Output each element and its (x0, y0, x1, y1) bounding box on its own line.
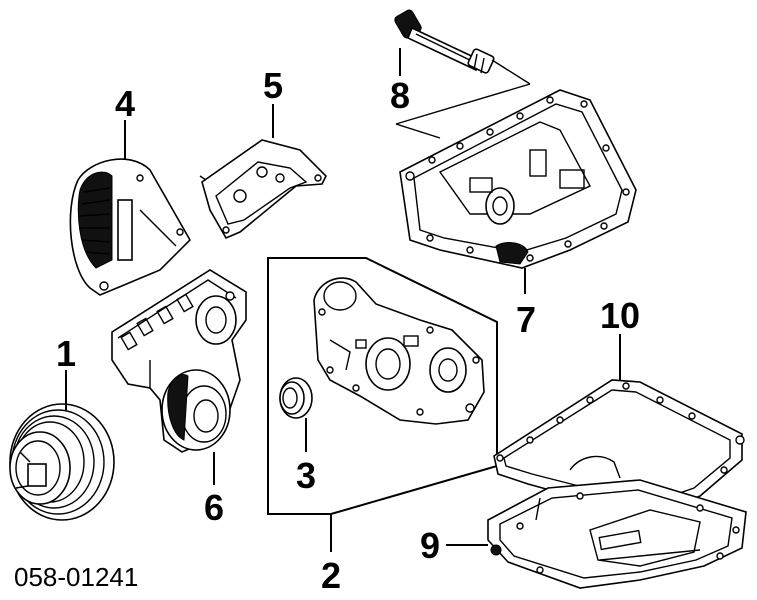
rear-timing-cover[interactable] (199, 139, 327, 240)
timing-cover[interactable] (313, 277, 485, 425)
callout-3: 3 (296, 455, 316, 496)
callout-10: 10 (600, 295, 640, 336)
front-seal[interactable] (279, 377, 313, 419)
crankshaft-pulley[interactable] (9, 403, 115, 521)
callout-2: 2 (321, 555, 341, 596)
oil-pan[interactable] (487, 479, 747, 589)
timing-belt-cover[interactable] (69, 158, 191, 296)
callout-7: 7 (516, 299, 536, 340)
callout-5: 5 (263, 65, 283, 106)
spark-plug-tube-seal[interactable] (393, 9, 495, 74)
callout-4: 4 (115, 83, 135, 124)
callout-9: 9 (420, 525, 440, 566)
diagram-part-number: 058-01241 (14, 562, 138, 592)
callout-8: 8 (390, 75, 410, 116)
engine-block-front[interactable] (111, 269, 247, 453)
valve-cover-gasket[interactable] (395, 83, 637, 269)
oil-pan-gasket[interactable] (493, 379, 745, 517)
callout-1: 1 (56, 333, 76, 374)
callout-6: 6 (204, 487, 224, 528)
